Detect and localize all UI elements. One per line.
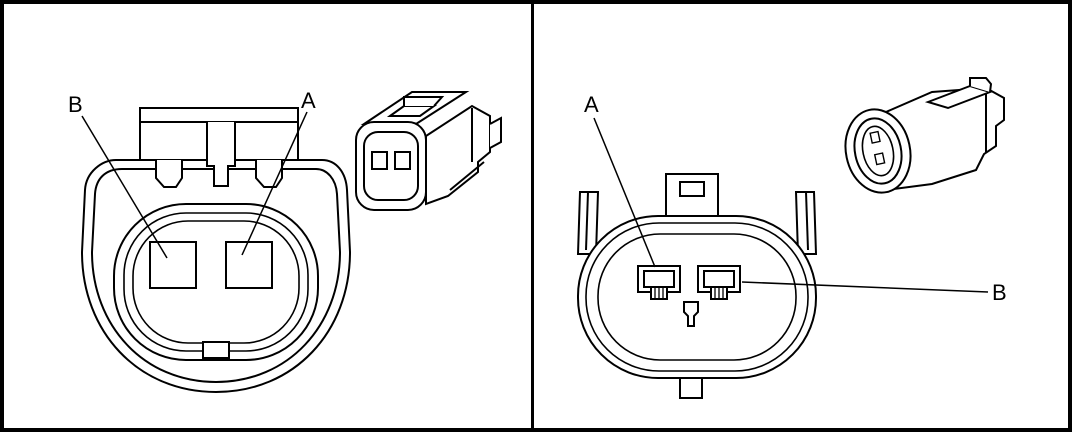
callout-label-b: B xyxy=(992,280,1007,305)
callout-label-b: B xyxy=(68,92,83,117)
index-notch xyxy=(202,341,230,359)
top-latch-back xyxy=(403,96,445,107)
leader-line-b xyxy=(81,115,168,259)
callout-label-a: A xyxy=(584,92,599,117)
leader-lines-left xyxy=(81,111,308,259)
panel-right-connector: A B xyxy=(534,4,1068,428)
lock-tab-right-lug xyxy=(255,160,283,188)
leader-lines-right xyxy=(593,117,989,293)
connector-front-view-left xyxy=(80,107,352,394)
connector-body-outline xyxy=(80,159,352,394)
front-cavity-2 xyxy=(394,151,411,170)
front-face xyxy=(355,121,427,211)
top-tab-detail xyxy=(679,181,705,197)
leader-line-a xyxy=(593,117,656,268)
front-opening xyxy=(363,131,419,201)
leader-line-b xyxy=(741,281,989,293)
terminal-cavity-a xyxy=(225,241,273,289)
keying-post xyxy=(683,301,699,327)
mouth-blade-2 xyxy=(873,152,886,166)
lock-tab-center-latch xyxy=(206,122,236,187)
bottom-tab xyxy=(679,377,703,399)
rear-rib-line xyxy=(449,161,485,191)
right-wing-line xyxy=(805,191,809,251)
terminal-blade-a xyxy=(637,265,681,300)
connector-3d-view-right xyxy=(844,77,1005,194)
mouth-inner xyxy=(861,125,895,177)
connector-3d-view-left xyxy=(355,91,502,211)
mouth-middle xyxy=(853,117,903,185)
terminal-blade-b xyxy=(697,265,741,300)
rear-lug xyxy=(489,116,502,149)
rear-block xyxy=(425,104,491,206)
front-cavity-1 xyxy=(371,151,388,170)
shroud-ring-outer xyxy=(577,215,817,379)
panel-left-connector: B A xyxy=(4,4,531,428)
right-wing xyxy=(794,191,818,255)
terminal-cavity-b xyxy=(149,241,197,289)
connector-body-inner-outline xyxy=(90,168,342,384)
lock-tab-left-lug xyxy=(155,160,183,188)
callout-label-a: A xyxy=(301,88,316,113)
left-connector-drawing: B A xyxy=(68,88,502,394)
lock-lever-back xyxy=(969,77,993,93)
connector-front-view-right xyxy=(576,173,818,399)
leader-line-a xyxy=(241,111,308,256)
panel-divider xyxy=(531,4,534,428)
mouth-blade-1 xyxy=(869,130,881,144)
shroud-ring-middle xyxy=(585,222,809,372)
right-connector-drawing: A B xyxy=(576,77,1007,399)
seal-ring-outer xyxy=(113,203,319,361)
shroud-ring-inner xyxy=(597,233,797,361)
left-wing-line xyxy=(585,191,589,251)
